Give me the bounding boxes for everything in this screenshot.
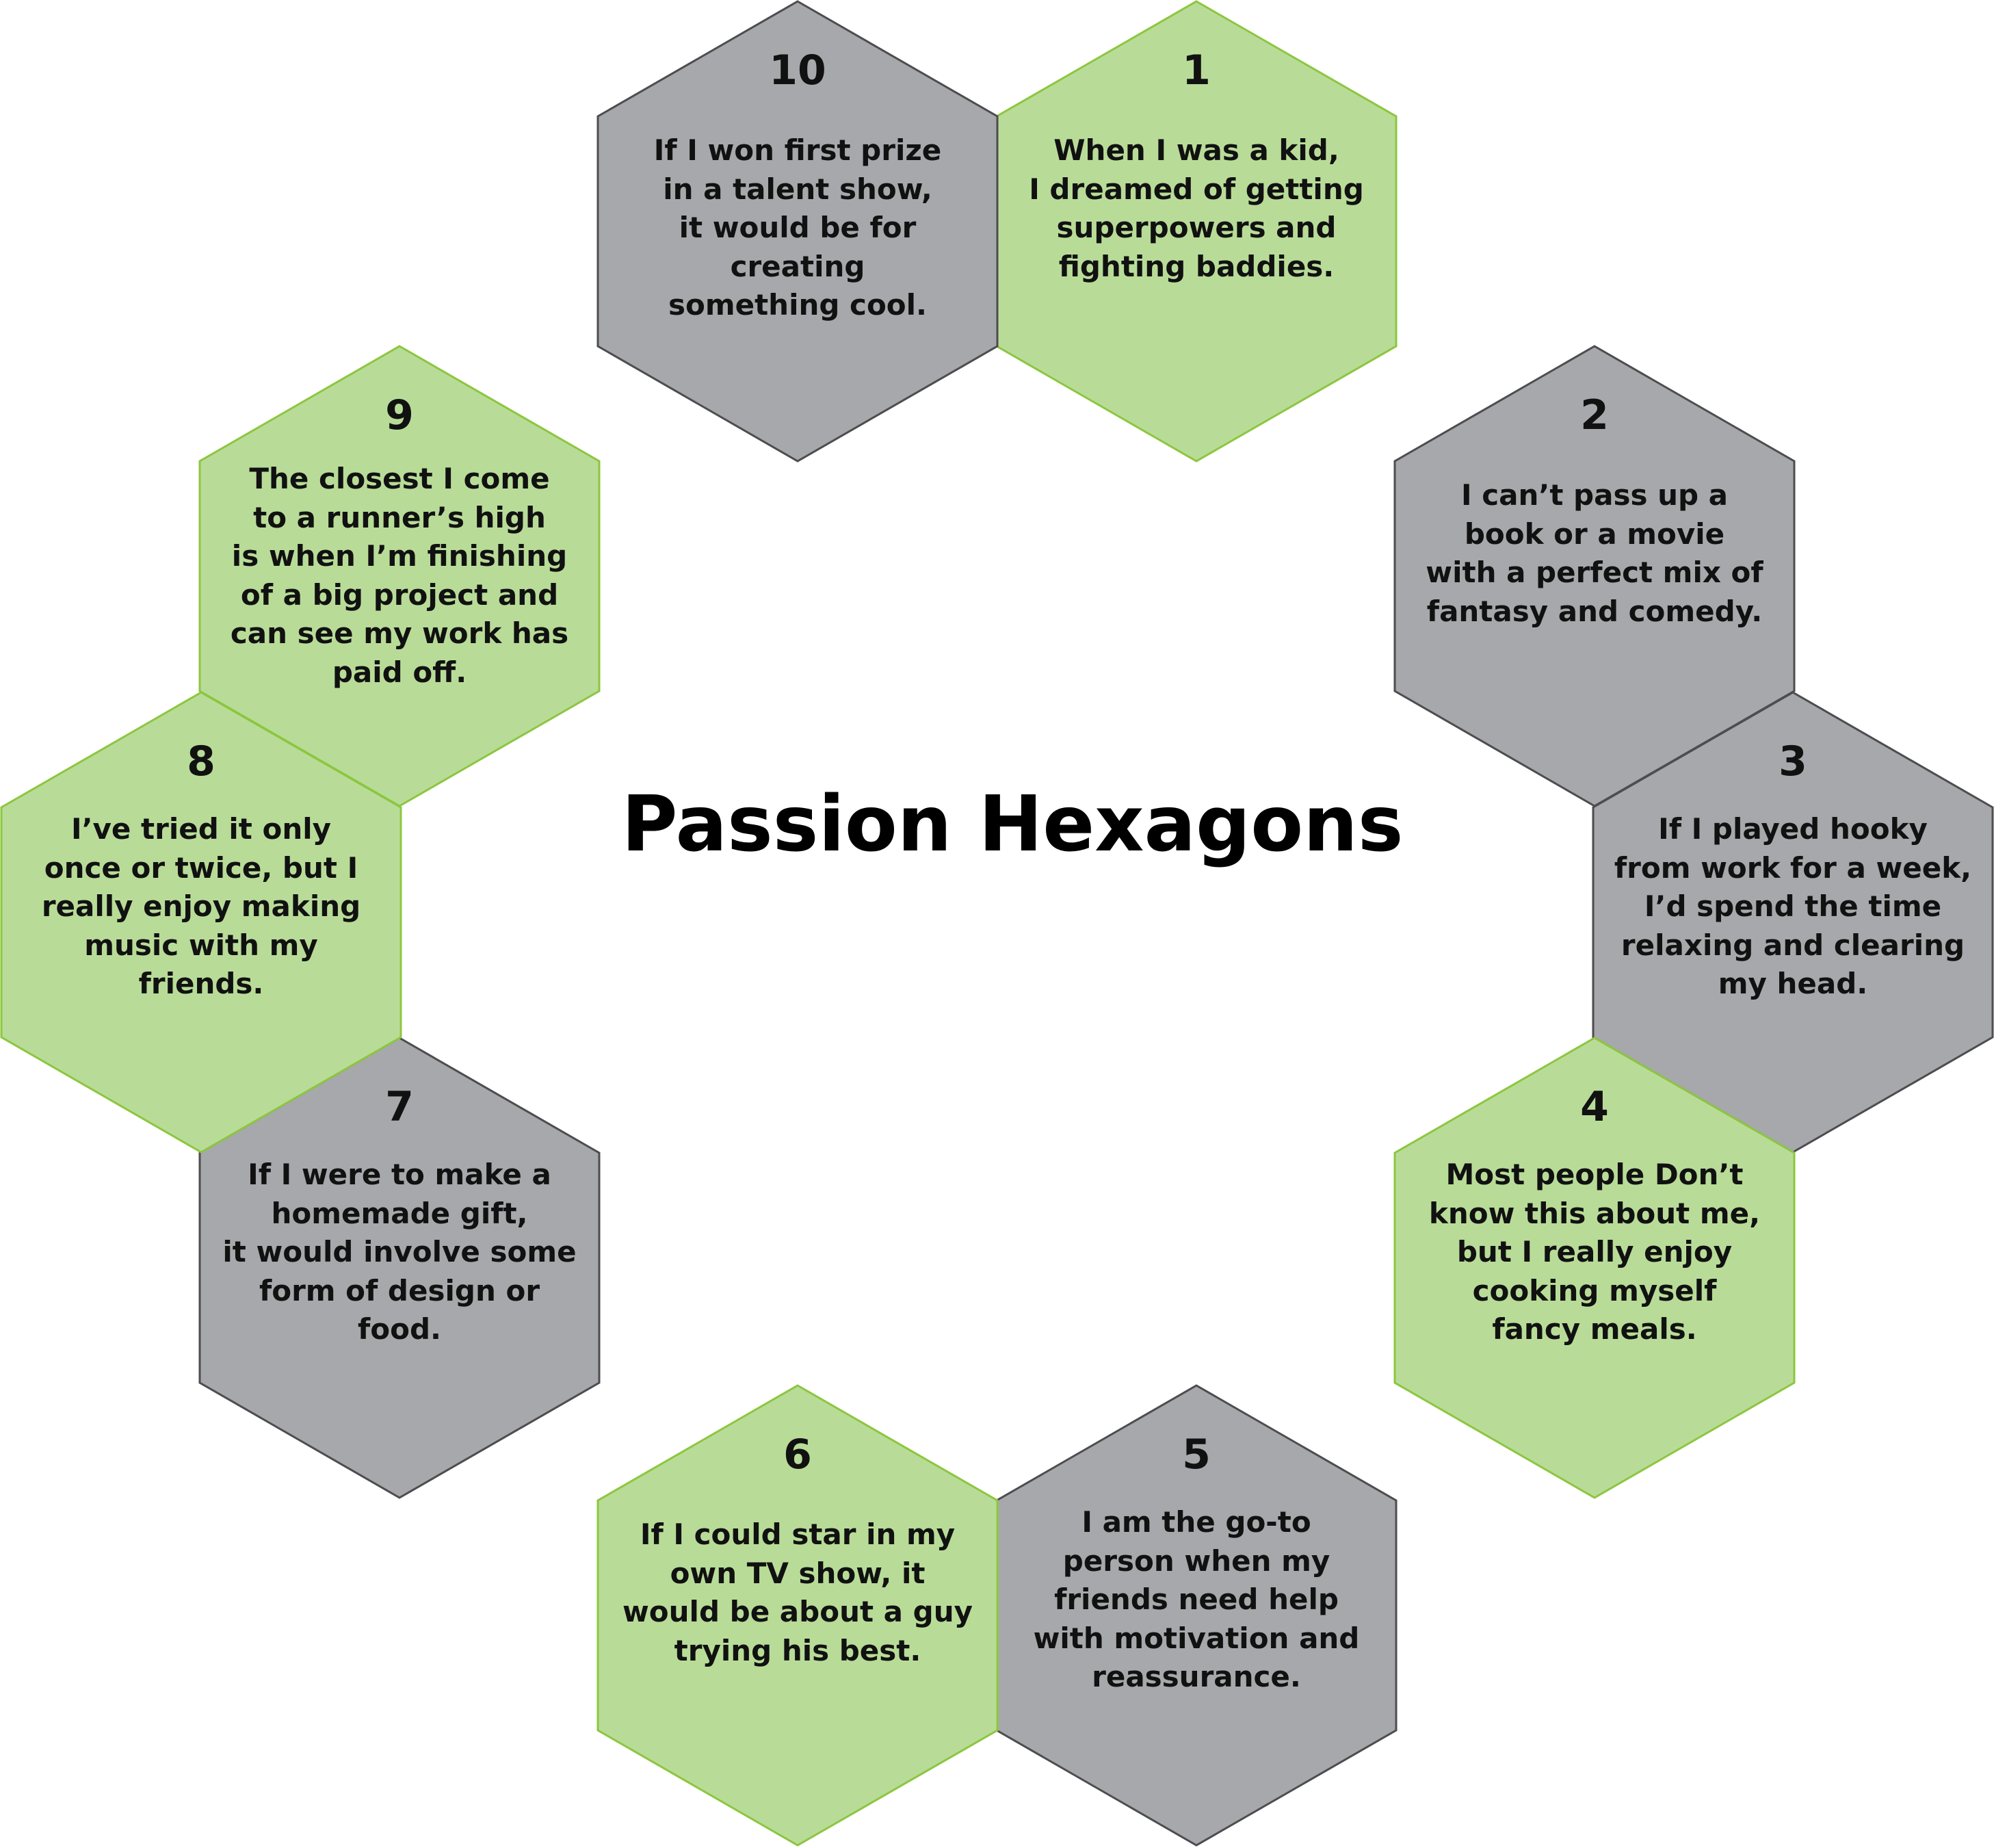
hexagon-text-line: own TV show, it (670, 1556, 926, 1590)
hexagon-text-line: to a runner’s high (253, 500, 546, 534)
hexagon-label-6: 6 If I could star in my own TV show, it wou… (613, 1431, 982, 1670)
hexagon-text-line: I’ve tried it only (70, 812, 332, 846)
hexagon-label-5: 5 I am the go-to person when my friends nee… (1012, 1431, 1381, 1697)
hexagon-text-line: music with my (84, 928, 318, 962)
hexagon-text-line: of a big project and (240, 577, 559, 612)
hexagon-text-line: If I were to make a (248, 1158, 551, 1191)
hexagon-text-line: trying his best. (674, 1633, 921, 1667)
hexagon-text-line: The closest I come (249, 462, 550, 495)
hexagon-label-3: 3 If I played hooky from work for a week, I… (1608, 738, 1978, 1004)
hexagon-text-line: I am the go-to (1081, 1505, 1311, 1539)
hexagon-text-line: something cool. (668, 288, 928, 322)
hexagon-text-line: superpowers and (1056, 211, 1337, 244)
hexagon-text-line: When I was a kid, (1053, 133, 1339, 167)
hexagon-text-line: it would involve some (222, 1235, 577, 1268)
hexagon-text-line: person when my (1062, 1544, 1330, 1578)
hexagon-text-line: form of design or (259, 1273, 540, 1307)
hexagon-number: 8 (187, 738, 215, 785)
hexagon-4 (1393, 1037, 1796, 1499)
hexagon-text-line: friends. (138, 967, 264, 1000)
hexagon-text-line: cooking myself (1472, 1273, 1717, 1307)
hexagon-10 (596, 0, 999, 463)
hexagon-number: 10 (769, 47, 826, 94)
hexagon-text-line: I’d spend the time (1644, 889, 1942, 923)
hexagon-6 (596, 1384, 999, 1847)
hexagon-text-line: really enjoy making (41, 889, 361, 923)
diagram-title: Passion Hexagons (621, 780, 1404, 869)
hexagon-text-line: fighting baddies. (1058, 249, 1335, 283)
hexagon-number: 6 (783, 1431, 812, 1479)
hexagon-number: 4 (1580, 1083, 1609, 1131)
hexagon-text-line: friends need help (1054, 1583, 1339, 1616)
hexagon-text-line: my head. (1718, 967, 1868, 1000)
hexagon-text-line: with motivation and (1033, 1621, 1360, 1655)
hexagon-number: 5 (1182, 1431, 1211, 1479)
hexagon-text-line: I dreamed of getting (1029, 172, 1364, 206)
hexagon-text-line: Most people Don’t (1445, 1158, 1744, 1191)
hexagon-text-line: is when I’m finishing (231, 539, 568, 573)
hexagon-7 (198, 1037, 601, 1499)
hexagon-number: 9 (385, 391, 414, 439)
hexagon-text-line: it would be for creating (679, 211, 917, 283)
hexagon-number: 7 (385, 1083, 414, 1131)
hexagon-number: 3 (1779, 738, 1807, 785)
hexagon-text-line: can see my work has (230, 616, 569, 650)
hexagon-label-10: 10 If I won first prize in a talent show, i… (613, 47, 982, 325)
hexagon-text-line: If I could star in my (640, 1518, 956, 1551)
hexagon-number: 1 (1182, 47, 1211, 94)
hexagon-8 (0, 691, 402, 1154)
hexagon-text-line: homemade gift, (271, 1196, 528, 1230)
hexagon-text-line: food. (357, 1312, 441, 1346)
hexagon-text-line: once or twice, but I (44, 850, 358, 885)
hexagon-9 (198, 345, 601, 807)
hexagon-text-line: fantasy and comedy. (1426, 594, 1763, 628)
hexagon-text-line: book or a movie (1464, 517, 1725, 551)
hexagon-number: 2 (1580, 391, 1609, 439)
hexagon-text-line: know this about me, (1428, 1196, 1761, 1230)
hexagon-text-line: paid off. (332, 655, 467, 689)
hexagon-text-line: in a talent show, (663, 172, 932, 206)
hexagon-text-line: from work for a week, (1614, 850, 1972, 885)
hexagon-label-7: 7 If I were to make a homemade gift, it wou… (215, 1083, 584, 1349)
hexagon-label-2: 2 I can’t pass up a book or a movie with a … (1410, 391, 1779, 631)
hexagon-text-line: relaxing and clearing (1621, 928, 1965, 962)
hexagon-text-line: but I really enjoy (1456, 1235, 1733, 1268)
hexagon-text-line: with a perfect mix of (1426, 556, 1763, 589)
hexagon-text-line: would be about a guy (622, 1595, 973, 1628)
hexagon-text-line: I can’t pass up a (1461, 478, 1728, 512)
hexagon-text-line: If I played hooky (1658, 812, 1928, 846)
hexagon-text-line: fancy meals. (1492, 1312, 1697, 1346)
hexagon-text-line: reassurance. (1092, 1660, 1301, 1693)
hexagon-text-line: If I won first prize (653, 133, 942, 167)
